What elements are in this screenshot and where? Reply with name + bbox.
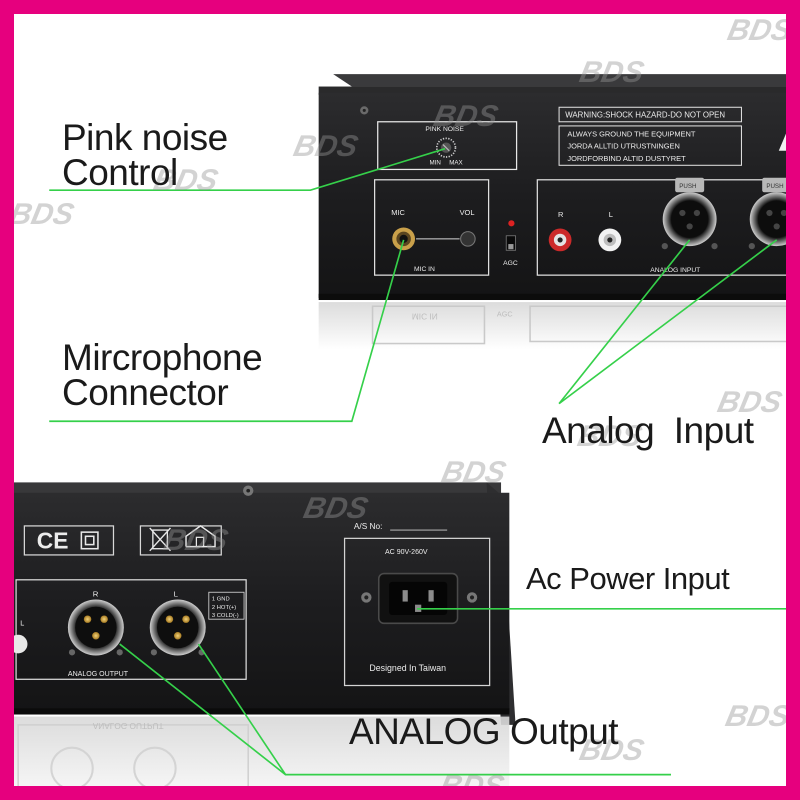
mic-volume-knob[interactable] xyxy=(460,231,476,247)
leader-pink-noise xyxy=(49,147,446,191)
double-insulation-icon xyxy=(80,531,99,550)
edge-l-label: L xyxy=(20,618,24,627)
pinout-3: 3 COLD(-) xyxy=(212,613,239,619)
designed-in-label: Designed In Taiwan xyxy=(369,663,446,673)
mic-in-label: MIC IN xyxy=(414,266,435,273)
callout-microphone-line1: Mircrophone xyxy=(62,337,263,378)
warning-title: WARNING:SHOCK HAZARD-DO NOT OPEN xyxy=(565,111,725,120)
warning-line-1: ALWAYS GROUND THE EQUIPMENT xyxy=(567,129,696,138)
watermark: BDS xyxy=(160,524,231,557)
watermark: BDS xyxy=(300,492,371,525)
leader-lines xyxy=(49,147,786,776)
weee-bin-icon xyxy=(149,527,171,552)
analog-output-label: ANALOG OUTPUT xyxy=(68,671,129,678)
warning-line-3: JORDFORBIND ALTID DUSTYRET xyxy=(567,154,686,163)
watermark: BDS xyxy=(430,100,501,133)
callout-ac-power: Ac Power Input xyxy=(526,561,730,596)
agc-label: AGC xyxy=(503,260,518,267)
rca-l-label: L xyxy=(609,210,613,219)
pink-noise-max: MAX xyxy=(449,159,462,166)
leader-mic xyxy=(49,239,405,423)
callout-pink-noise-line2: Control xyxy=(62,152,178,193)
photo-panel: MIC IN AGC PINK NOISE MIN MAX WARNING:SH… xyxy=(14,14,786,786)
mic-label: MIC xyxy=(391,208,405,217)
leader-analog-output-2 xyxy=(197,643,287,776)
warning-line-2: JORDA ALLTID UTRUSTNINGEN xyxy=(567,142,680,151)
callout-analog-input: Analog Input xyxy=(542,410,754,451)
callout-microphone-line2: Connector xyxy=(62,372,229,413)
rca-r-label: R xyxy=(558,210,564,219)
watermark: BDS xyxy=(724,14,786,47)
leader-analog-input xyxy=(558,239,691,405)
watermark: BDS xyxy=(290,130,361,163)
home-icon xyxy=(185,525,216,548)
vol-label: VOL xyxy=(460,208,475,217)
svg-text:ANALOG OUTPUT: ANALOG OUTPUT xyxy=(93,721,164,731)
callout-pink-noise-line1: Pink noise xyxy=(62,117,228,158)
watermark: BDS xyxy=(438,456,509,489)
push-tab-2: PUSH xyxy=(766,183,783,190)
watermark: BDS xyxy=(576,56,647,89)
svg-text:AGC: AGC xyxy=(497,310,513,319)
watermark: BDS xyxy=(14,198,77,231)
agc-switch[interactable] xyxy=(505,235,516,251)
xlr-out-l-label: L xyxy=(174,589,179,598)
pink-noise-label: PINK NOISE xyxy=(425,126,464,133)
push-tab-1: PUSH xyxy=(679,183,696,190)
ce-mark: CE xyxy=(37,528,69,554)
serial-label: A/S No: xyxy=(354,521,383,531)
callout-analog-output: ANALOG Output xyxy=(349,711,619,752)
bottom-chassis: ANALOG OUTPUT CE xyxy=(14,482,516,786)
top-chassis: MIC IN AGC PINK NOISE MIN MAX WARNING:SH… xyxy=(318,74,786,350)
callout-pink-noise: Pink noise Control xyxy=(62,117,228,193)
pinout-2: 2 HOT(+) xyxy=(212,605,236,611)
hazard-icon xyxy=(778,133,786,151)
pink-noise-min: MIN xyxy=(430,159,441,166)
leader-analog-input-2 xyxy=(558,239,778,405)
pinout-1: 1 GND xyxy=(212,597,230,603)
edge-jack[interactable] xyxy=(14,634,28,654)
device-illustration: MIC IN AGC PINK NOISE MIN MAX WARNING:SH… xyxy=(14,74,786,786)
watermark: BDS xyxy=(722,700,786,733)
callout-microphone: Mircrophone Connector xyxy=(62,337,263,413)
xlr-out-r-label: R xyxy=(93,589,99,598)
svg-text:MIC IN: MIC IN xyxy=(412,311,438,321)
ac-rating: AC 90V-260V xyxy=(385,549,428,556)
analog-input-label: ANALOG INPUT xyxy=(650,267,700,274)
watermark: BDS xyxy=(436,770,507,786)
agc-led xyxy=(508,220,515,227)
